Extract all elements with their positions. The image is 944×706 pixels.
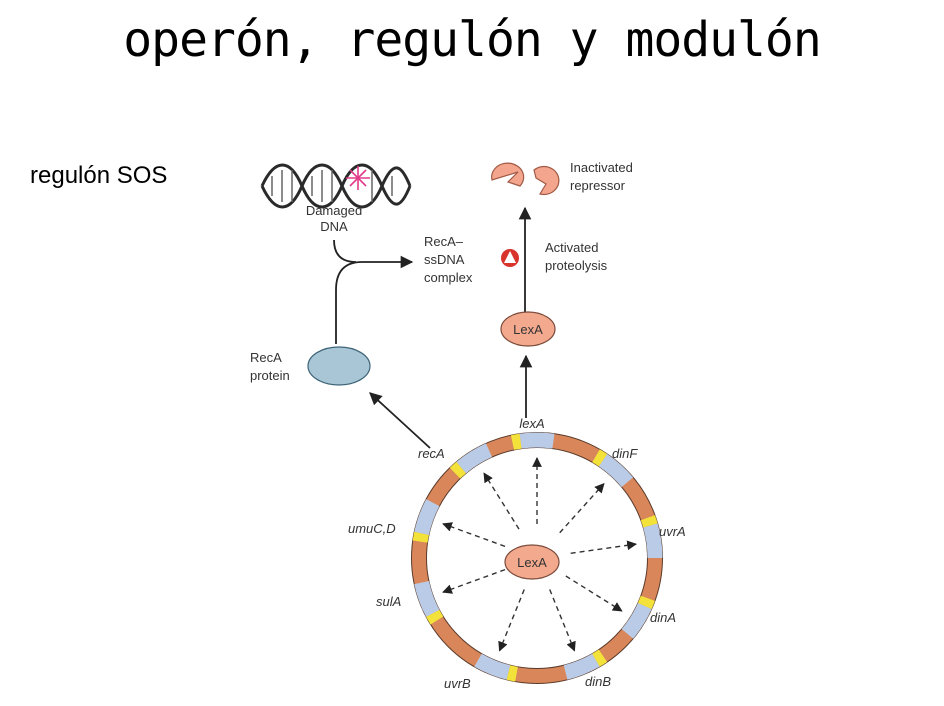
- lexa-top-label: LexA: [513, 322, 543, 337]
- gene-block-dinB: [563, 653, 600, 680]
- gene-block-lexA: [519, 432, 555, 449]
- gene-label-dinA: dinA: [650, 610, 676, 625]
- promoter-block-dinB: [592, 649, 608, 667]
- gene-label-uvrA: uvrA: [659, 524, 686, 539]
- gene-label-uvrB: uvrB: [444, 676, 471, 691]
- reca-protein-ellipse: [307, 346, 371, 386]
- reca-protein-label-1: RecA: [250, 350, 282, 365]
- gene-block-sulA: [414, 580, 440, 617]
- promoter-block-dinA: [637, 595, 655, 610]
- gene-block-umuCD: [414, 499, 440, 536]
- repression-arrow-dinA: [565, 575, 623, 612]
- reca-to-complex-arrow: [335, 255, 414, 344]
- complex-label-3: complex: [424, 270, 473, 285]
- promoter-block-dinF: [592, 449, 608, 467]
- gene-block-uvrA: [643, 523, 663, 559]
- damaged-dna-label-2: DNA: [320, 219, 348, 234]
- promoter-block-lexA: [510, 433, 522, 450]
- repressor-fragment-left: [491, 162, 525, 187]
- activated-label-2: proteolysis: [545, 258, 608, 273]
- repression-arrow-uvrA: [570, 540, 637, 554]
- damaged-dna-label-1: Damaged: [306, 203, 362, 218]
- gene-label-dinF: dinF: [612, 446, 638, 461]
- complex-label-1: RecA–: [424, 234, 464, 249]
- activated-label-1: Activated: [545, 240, 598, 255]
- gene-block-uvrB: [474, 653, 511, 680]
- complex-label-2: ssDNA: [424, 252, 465, 267]
- repression-arrow-dinB: [549, 589, 576, 652]
- regulon-sos-label: regulón SOS: [30, 162, 168, 189]
- inactivated-label-2: repressor: [570, 178, 626, 193]
- gene-label-sulA: sulA: [376, 594, 401, 609]
- lexa-center-label: LexA: [517, 555, 547, 570]
- promoter-block-sulA: [426, 609, 444, 625]
- slide-title: operón, regulón y modulón: [123, 12, 821, 68]
- repression-arrow-uvrB: [498, 589, 525, 652]
- promoter-block-umuCD: [412, 531, 429, 543]
- activation-arrow-icon: [504, 251, 516, 263]
- damaged-dna-helix: [260, 163, 412, 209]
- gene-block-dinF: [598, 453, 634, 488]
- dna-join-line: [333, 239, 357, 263]
- gene-block-recA: [456, 443, 493, 474]
- lexa-center-ellipse: [504, 544, 560, 580]
- repressor-fragment-right: [533, 165, 560, 196]
- inactivated-label-1: Inactivated: [570, 160, 633, 175]
- reca-protein-label-2: protein: [250, 368, 290, 383]
- dna-damage-spark-icon: [346, 166, 370, 190]
- promoter-block-uvrA: [640, 515, 658, 528]
- gene-label-dinB: dinB: [585, 674, 611, 689]
- reca-gene-to-protein-arrow: [369, 392, 431, 449]
- gene-label-recA: recA: [418, 446, 445, 461]
- gene-label-lexA: lexA: [519, 416, 544, 431]
- repression-arrow-sulA: [442, 568, 506, 594]
- repression-arrow-recA: [483, 472, 520, 530]
- repression-arrow-umuCD: [442, 522, 506, 548]
- repression-arrow-dinF: [559, 482, 605, 534]
- promoter-block-uvrB: [506, 665, 518, 682]
- chromosome-ring: [411, 432, 663, 684]
- promoter-block-recA: [449, 461, 467, 479]
- lexa-top-ellipse: [500, 311, 556, 347]
- gene-block-dinA: [621, 602, 652, 639]
- gene-label-umuCD: umuC,D: [348, 521, 396, 536]
